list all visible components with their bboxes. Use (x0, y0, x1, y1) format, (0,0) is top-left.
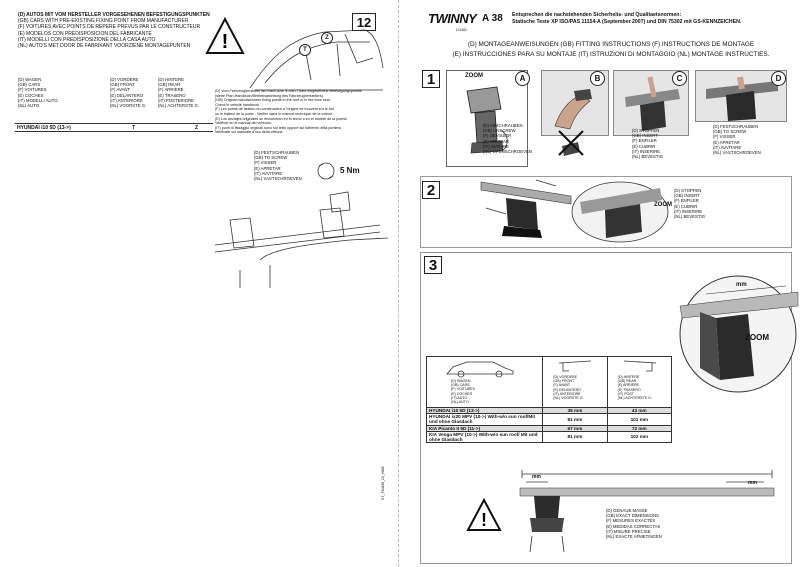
title-line: (E) INSTRUCCIONES PARA SU MONTAJE (IT) I… (452, 51, 770, 58)
hand-cover-icon (554, 89, 592, 130)
svg-text:!: ! (222, 31, 229, 53)
row-rear: 101 mm (606, 413, 673, 426)
row-rear: 72 mm (606, 424, 673, 432)
header-line: (D) AUTOS MIT VOM HERSTELLER VORGESEHENE… (18, 12, 210, 18)
footer-code: ST_TWA38_20_9686 (381, 466, 385, 500)
header-line: (F) VOITURES AVEC POINTS DE REPERE PREVU… (18, 24, 201, 31)
certification-text: Entsprechen die nachstehenden Sicherheit… (512, 12, 742, 25)
step-1-badge-b: B (590, 71, 605, 86)
header-line: (IT) MODELLI CON PREDISPOSIZIONE DELLA C… (18, 36, 156, 43)
table-head-rear: (D) HINTERE(GB) REAR(F) ARRIERE(E) TRASE… (606, 356, 673, 408)
instructions-title: (D) MONTAGEANWEISUNGEN (GB) FITTING INST… (426, 40, 796, 60)
brand-sub: LOAD (456, 27, 467, 32)
step-1-badge-d: D (771, 71, 786, 86)
step-1c-photo (613, 70, 689, 136)
row-model: KIA Venga MPV (10->) With-w/o sun roof/ … (425, 430, 544, 444)
car-roof-sketch (249, 29, 384, 91)
row-front: 81 mm (542, 413, 608, 426)
roof-bar-drawing (214, 191, 389, 288)
mm-label: mm (736, 282, 747, 288)
step-number: 1 (426, 70, 436, 88)
front-foot-icon (559, 360, 592, 372)
table-header-row: (D) WAGEN(GB) CARS(F) VOITURES(E) COCHES… (425, 356, 673, 408)
car-label-t: T (299, 44, 311, 56)
zoom-label: ZOOM (465, 73, 483, 79)
step-2-bar-drawing (480, 179, 572, 238)
brand-model: A 38 (482, 13, 503, 24)
vehicle-model: HYUNDAI i10 5D (13->) (17, 125, 71, 131)
table-head-front: (D) VORDERE(GB) FRONT(F) AVANT(E) DELANT… (542, 356, 608, 408)
car-label-z: Z (321, 32, 333, 44)
step-1c-labels: (D) STOPFEN(GB) INSERT(F) ENFILER(E) CUB… (632, 128, 664, 160)
step-3-number-box: 3 (424, 256, 442, 274)
step-2-frame (420, 176, 792, 248)
step-1-badge-c: C (672, 71, 687, 86)
step-1-number-box: 1 (422, 70, 440, 88)
header-line: (GB) CARS WITH PRE-EXISTING FIXING POINT… (18, 18, 189, 25)
mm-label-right: mm (748, 480, 757, 486)
row-model: HYUNDAI ix20 MPV (10->) With-w/o sun roo… (425, 413, 544, 426)
torque-wrench-icon (317, 162, 335, 180)
mm-label-left: mm (532, 474, 541, 480)
rear-foot-icon (623, 360, 656, 372)
lang-col-rear: (D) HINTERE(GB) REAR(F) ARRIERE(E) TRASE… (158, 77, 200, 109)
measurement-table: (D) WAGEN(GB) CARS(F) VOITURES(E) COCHES… (425, 356, 673, 444)
page-number: 12 (356, 14, 372, 30)
svg-text:!: ! (481, 510, 487, 530)
title-line: (D) MONTAGEANWEISUNGEN (GB) FITTING INST… (467, 41, 755, 48)
screw-labels: (D) FESTSCHRAUBEN(GB) TO SCREW(F) VISSER… (254, 150, 302, 182)
vehicle-t: T (132, 125, 136, 131)
vehicle-z: Z (195, 125, 199, 131)
step-2-zoom-drawing (571, 181, 669, 243)
dimension-labels: (D) GENAUE MASSE(GB) EXACT DIMENSIONS(F)… (606, 508, 662, 540)
car-side-icon (446, 361, 514, 378)
insert-foot-icon (625, 76, 680, 131)
step-number: 2 (426, 181, 436, 199)
zoom-label: ZOOM (745, 333, 769, 342)
fixing-notes: (D) Vom Fahrzeughersteller am Dach bzw. … (215, 89, 362, 135)
row-front: 81 mm (542, 430, 608, 444)
header-line: (NL) AUTO'S MET DOOR DE FABRIKANT VOORZI… (18, 43, 191, 50)
step-3-zoom-circle (679, 275, 799, 393)
foot-unscrew-drawing (466, 86, 508, 154)
brand-name: TWINNY (428, 11, 477, 26)
header-line: (E) MODELOS CON PREDISPOSICION DEL FABRI… (18, 30, 152, 37)
table-row: HYUNDAI ix20 MPV (10->) With-w/o sun roo… (425, 413, 673, 426)
row-rear: 102 mm (606, 430, 673, 444)
step-1a-frame: ZOOM (446, 70, 528, 167)
crossed-out-icon (558, 130, 584, 156)
table-head-cars: (D) WAGEN(GB) CARS(F) VOITURES(E) COCHES… (425, 356, 544, 408)
step-1d-labels: (D) FESTSCHRAUBEN(GB) TO SCREW(F) VISSER… (713, 124, 761, 156)
step-number: 3 (428, 256, 438, 274)
vehicle-row: HYUNDAI i10 5D (13->) T Z (15, 123, 213, 132)
warning-icon: ! (466, 497, 502, 531)
lang-col-front: (D) VORDERE(GB) FRONT(F) AVANT(E) DELANT… (110, 77, 147, 109)
step-3-bar-drawing (519, 470, 775, 553)
step-2-number-box: 2 (422, 181, 440, 199)
torque-value: 5 Nm (340, 166, 360, 175)
left-header: (D) AUTOS MIT VOM HERSTELLER VORGESEHENE… (18, 12, 238, 49)
page-fold-line (398, 0, 399, 567)
screw-foot-icon (706, 76, 778, 121)
step-1a-labels: (D) ABSCHRAUBEN(GB) UNSCREW(F) DEVISSER(… (483, 123, 532, 155)
step-2-labels: (D) STOPFEN(GB) INSERT(F) ENFILER(E) CUB… (674, 188, 706, 220)
lang-col-cars: (D) WAGEN(GB) CARS(F) VOITURES(E) COCHES… (18, 77, 58, 109)
table-row: KIA Venga MPV (10->) With-w/o sun roof/ … (425, 430, 673, 444)
table-row: HYUNDAI i10 5D (13->) 35 mm 43 mm (425, 406, 673, 415)
warning-icon: ! (205, 16, 245, 54)
step-3-frame (420, 252, 792, 564)
zoom-label: ZOOM (654, 202, 672, 208)
step-1-badge-a: A (515, 71, 530, 86)
row-rear: 43 mm (606, 406, 673, 415)
brand-logo: TWINNY A 38 LOAD (428, 11, 506, 35)
page-number-box: 12 (352, 13, 376, 31)
